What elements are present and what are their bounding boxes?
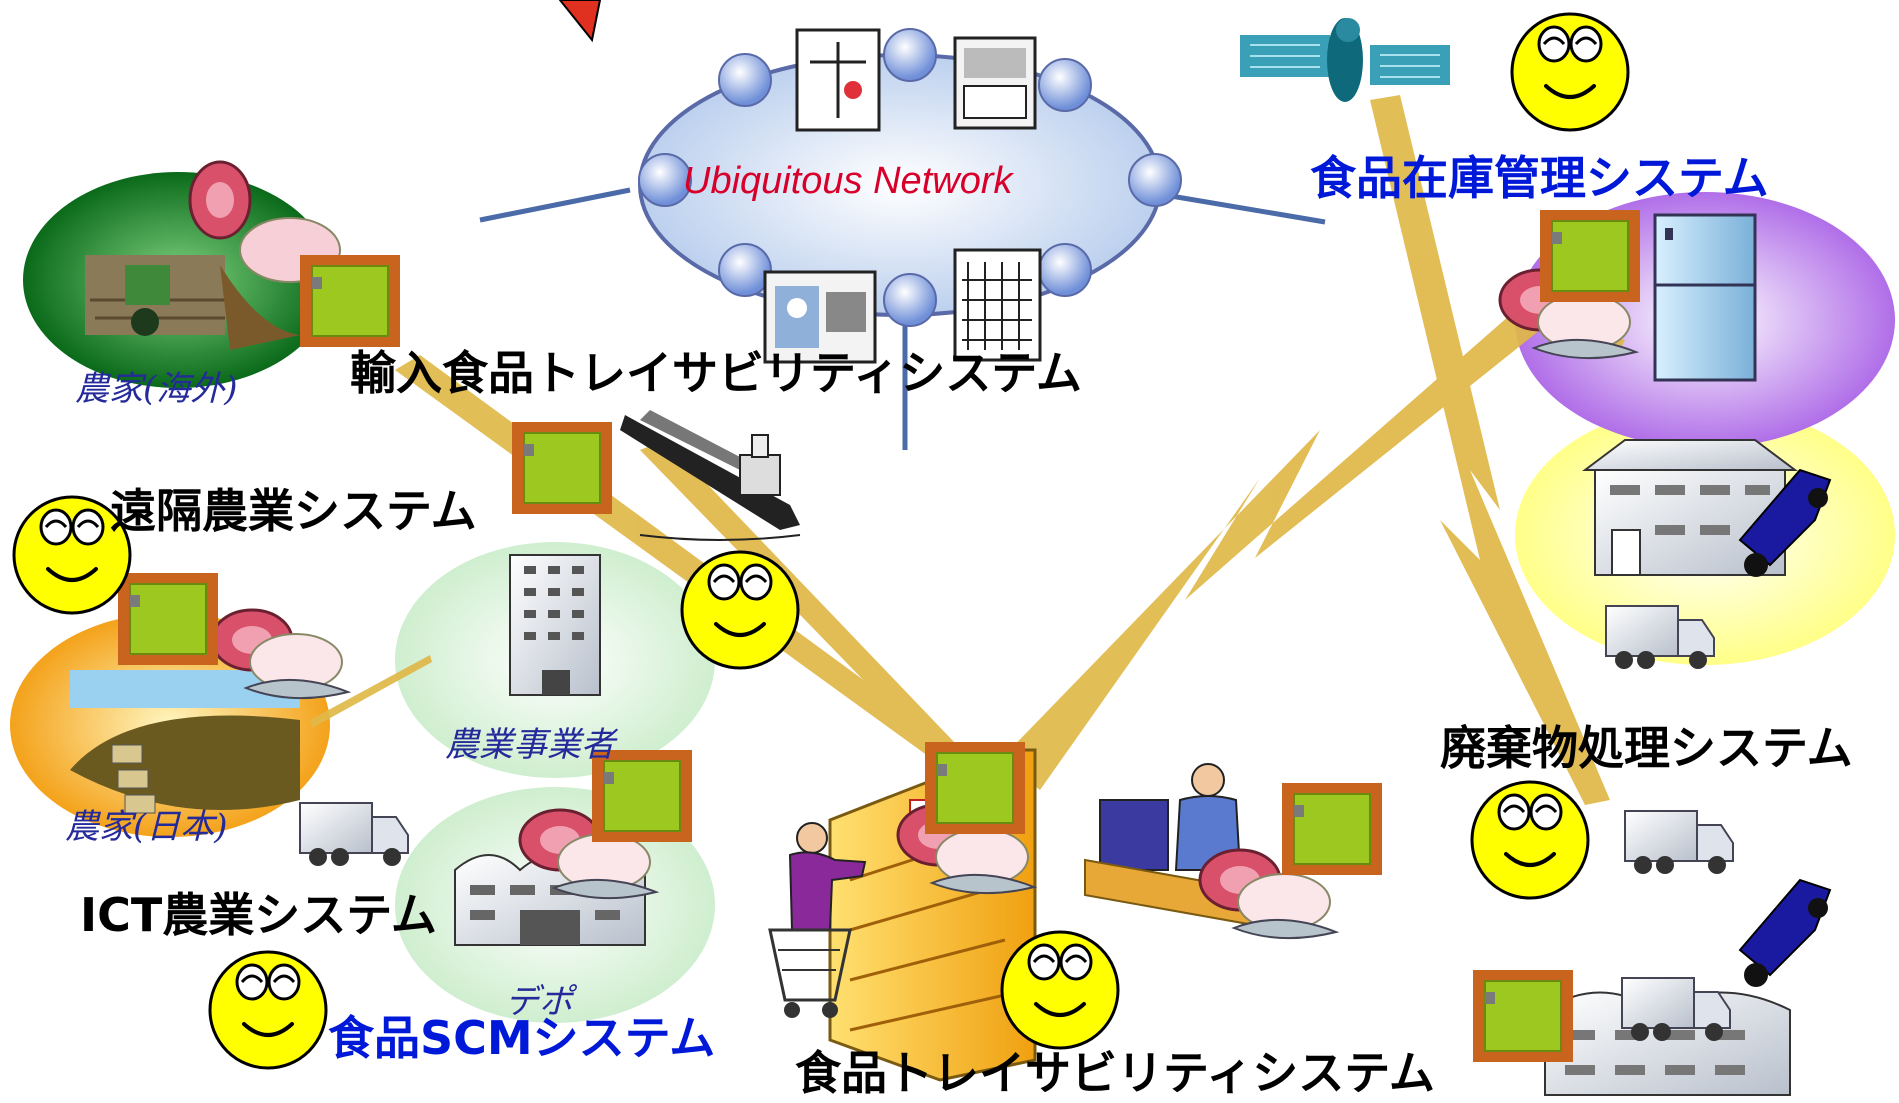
food-scm-system-label: 食品SCMシステム <box>328 1011 716 1065</box>
smiley-face-icon <box>680 550 800 670</box>
smiley-face-icon <box>1510 12 1630 132</box>
ubiquitous-network-cloud <box>638 28 1182 364</box>
network-lines <box>479 187 1326 450</box>
red-arrow-shape <box>558 0 602 43</box>
farmer-japan-label: 農家(日本) <box>65 807 228 847</box>
smiley-face-icon <box>1470 780 1590 900</box>
farm-overseas-scene <box>85 160 341 350</box>
rfid-tag-icon <box>299 254 401 348</box>
forklift-icon <box>1738 878 1832 987</box>
smiley-face-icon <box>1000 930 1120 1050</box>
ict-farming-system-label: ICT農業システム <box>80 888 437 942</box>
import-traceability-system-label: 輸入食品トレイサビリティシステム <box>350 346 1082 400</box>
satellite-icon <box>1240 18 1450 102</box>
document-grid-icon <box>953 248 1042 362</box>
smiley-face-icon <box>208 950 328 1070</box>
warehouse-building-icon <box>1582 439 1798 576</box>
office-building-icon <box>509 554 601 696</box>
rfid-tag-icon <box>511 421 613 515</box>
rfid-tag-icon <box>1281 782 1383 876</box>
remote-farming-system-label: 遠隔農業システム <box>110 484 477 538</box>
cargo-ship-icon <box>620 410 801 541</box>
rfid-tag-icon <box>924 741 1026 835</box>
document-profile-icon <box>763 270 877 364</box>
food-inventory-system-label: 食品在庫管理システム <box>1310 151 1769 205</box>
farmer-overseas-label: 農家(海外) <box>75 369 238 409</box>
waste-processing-system-label: 廃棄物処理システム <box>1440 721 1853 775</box>
agri-business-label: 農業事業者 <box>445 725 615 765</box>
food-traceability-system-label: 食品トレイサビリティシステム <box>795 1046 1435 1100</box>
delivery-truck-icon <box>299 802 409 867</box>
refrigerator-icon <box>1653 213 1757 382</box>
network-label: Ubiquitous Network <box>683 160 1013 202</box>
rfid-tag-icon <box>117 572 219 666</box>
document-text-icon <box>953 36 1037 130</box>
depot-label: デポ <box>505 982 573 1022</box>
document-chart-icon <box>795 28 881 132</box>
shopper-with-cart-icon <box>768 822 867 1018</box>
delivery-truck-icon <box>1624 810 1734 875</box>
rfid-tag-icon <box>1539 209 1641 303</box>
forklift-icon <box>1738 468 1832 577</box>
rfid-tag-icon <box>1472 969 1574 1063</box>
